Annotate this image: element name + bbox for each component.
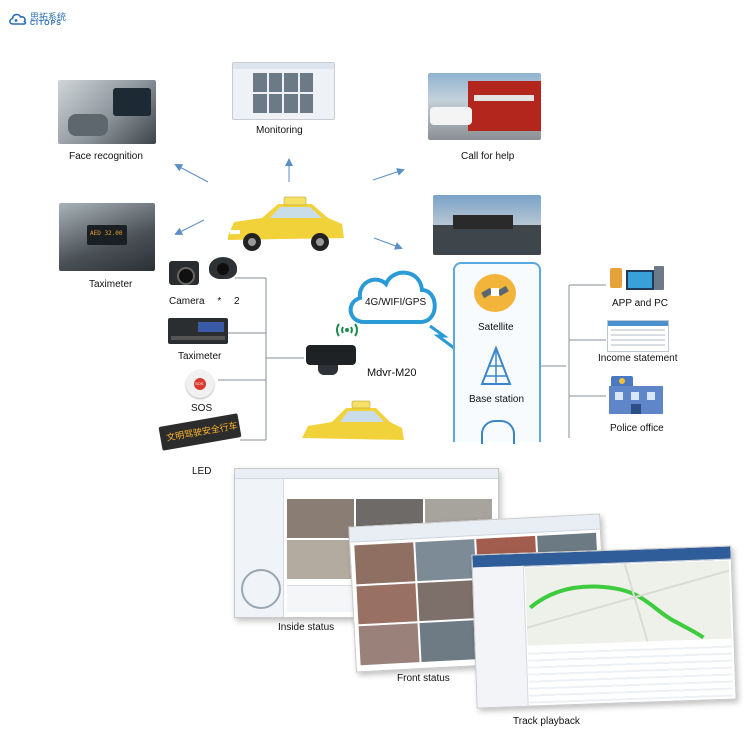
mdvr-label: Mdvr-M20	[367, 367, 417, 379]
taximeter-display-small: AED 32.00	[90, 230, 123, 237]
taximeter-device	[168, 318, 228, 344]
face-recognition-label: Face recognition	[69, 151, 143, 162]
app-pc-label: APP and PC	[612, 298, 668, 309]
monitoring-screen-photo	[232, 62, 335, 120]
brand-name-cn: 思拓系统	[30, 12, 67, 22]
base-station-icon	[480, 346, 512, 385]
camera-label: Camera * 2	[169, 296, 240, 307]
taximeter-photo: AED 32.00	[59, 203, 155, 271]
taximeter-top-label: Taximeter	[89, 279, 133, 290]
police-office-label: Police office	[610, 423, 664, 434]
arrow-to-face	[174, 164, 209, 183]
arrow-to-roof	[373, 237, 403, 250]
front-status-label: Front status	[397, 673, 450, 684]
cloud-label: 4G/WIFI/GPS	[365, 297, 427, 308]
brand-name-en: CITOPS	[30, 20, 62, 27]
police-office-icon	[609, 376, 663, 416]
arrow-to-taximeter	[174, 219, 205, 235]
wifi-channel-icon	[481, 420, 515, 444]
cloud-logo-icon	[9, 13, 27, 25]
track-route-line	[526, 563, 730, 642]
income-statement-label: Income statement	[598, 353, 678, 364]
app-pc-icon	[610, 266, 664, 292]
call-for-help-photo	[428, 73, 541, 140]
camera-count: 2	[234, 296, 240, 307]
channel-panel: Satellite Base station	[453, 262, 541, 444]
brand-logo: 思拓系统 CITOPS	[8, 8, 70, 30]
track-playback-label: Track playback	[513, 716, 580, 727]
income-statement-icon	[607, 320, 669, 352]
sos-button-text: SOS	[195, 381, 204, 386]
sos-label: SOS	[191, 403, 213, 414]
mdvr-device	[306, 323, 358, 377]
monitoring-label: Monitoring	[256, 125, 303, 136]
track-playback-screenshot	[471, 545, 737, 709]
lightning-icon	[429, 324, 455, 350]
satellite-label: Satellite	[478, 322, 514, 333]
arrow-to-call	[372, 168, 405, 181]
inside-status-label: Inside status	[278, 622, 335, 633]
camera-devices	[169, 255, 239, 289]
camera-label-text: Camera	[169, 296, 205, 307]
cloud-network-icon	[348, 270, 437, 324]
satellite-icon	[474, 274, 516, 312]
taxi-roof-photo	[433, 195, 541, 255]
face-recognition-photo	[58, 80, 156, 144]
connection-arrows	[174, 158, 405, 250]
taxi-main-illustration	[228, 196, 344, 251]
sos-button: SOS	[186, 370, 214, 398]
base-station-label: Base station	[469, 394, 525, 405]
taxi-secondary-illustration	[302, 400, 404, 440]
call-for-help-label: Call for help	[461, 151, 515, 162]
wireless-signal-icon	[336, 323, 358, 337]
camera-mult: *	[217, 296, 222, 307]
taximeter-label: Taximeter	[178, 351, 222, 362]
led-label: LED	[192, 466, 212, 477]
